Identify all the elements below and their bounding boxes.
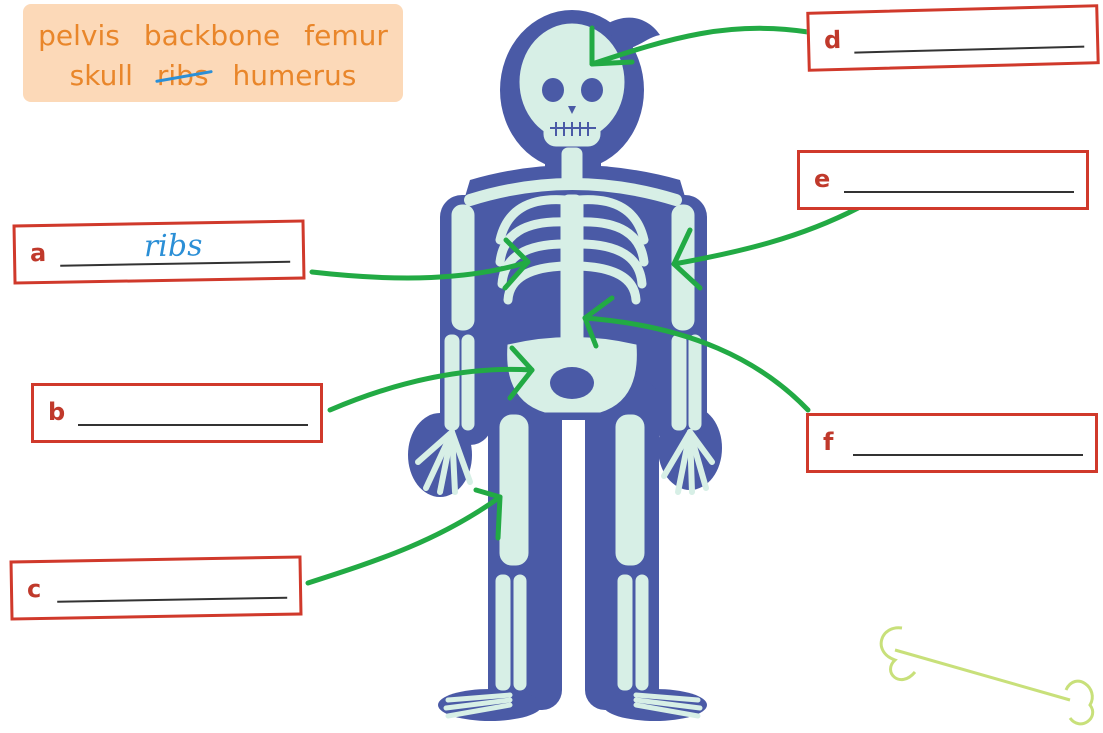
answer-line [57, 597, 287, 603]
femur-bone-right [616, 415, 644, 565]
label-letter: d [824, 26, 842, 54]
label-letter: b [48, 398, 65, 426]
label-box-a[interactable]: a ribs [12, 219, 305, 284]
word-bank-item: skull [70, 56, 133, 96]
label-letter: e [814, 165, 830, 193]
word-bank-item: femur [304, 16, 388, 56]
femur-bone-left [500, 415, 528, 565]
label-box-b[interactable]: b [31, 383, 323, 443]
label-box-d[interactable]: d [806, 4, 1099, 72]
answer-line [78, 424, 308, 426]
label-box-f[interactable]: f [806, 413, 1098, 473]
answer-text[interactable]: ribs [144, 228, 203, 264]
pelvis-hole [550, 367, 594, 399]
word-bank-item: backbone [144, 16, 280, 56]
answer-line [844, 191, 1074, 193]
label-box-e[interactable]: e [797, 150, 1089, 210]
word-bank-row: skull ribs humerus [23, 56, 403, 96]
humerus-bone-left [452, 205, 474, 330]
word-bank-item-crossed: ribs [157, 56, 209, 96]
word-bank: pelvis backbone femur skull ribs humerus [23, 4, 403, 102]
answer-line [854, 46, 1084, 54]
label-letter: f [823, 428, 833, 456]
label-letter: a [30, 239, 47, 267]
answer-line [853, 454, 1083, 456]
label-letter: c [27, 575, 42, 603]
word-bank-row: pelvis backbone femur [23, 16, 403, 56]
label-box-c[interactable]: c [9, 555, 302, 620]
word-bank-item: humerus [233, 56, 357, 96]
word-bank-item: pelvis [38, 16, 120, 56]
bone-icon [881, 628, 1093, 724]
arrow-c [308, 497, 500, 583]
